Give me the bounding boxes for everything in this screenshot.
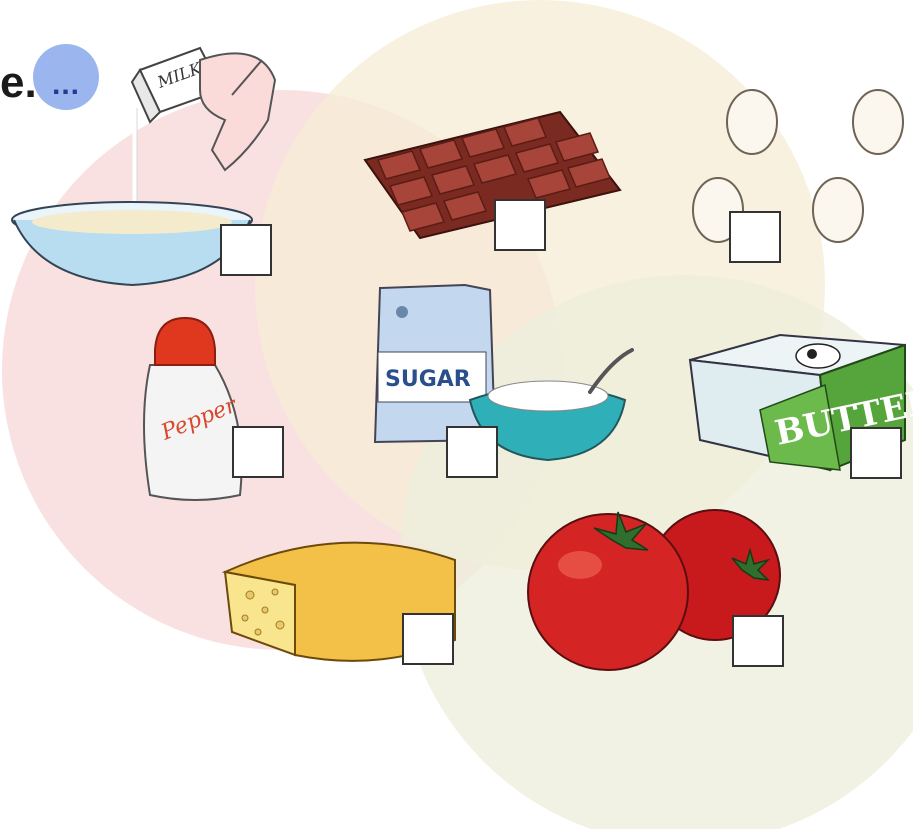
checkbox-butter[interactable] xyxy=(850,427,902,479)
checkbox-cheese[interactable] xyxy=(402,613,454,665)
checkbox-eggs[interactable] xyxy=(729,211,781,263)
sugar-label: SUGAR xyxy=(385,367,471,392)
checkbox-pepper[interactable] xyxy=(232,426,284,478)
more-options-button[interactable]: ... xyxy=(33,44,99,110)
instruction-text-fragment: e. xyxy=(0,58,37,108)
checkbox-chocolate[interactable] xyxy=(494,199,546,251)
checkbox-tomatoes[interactable] xyxy=(732,615,784,667)
checkbox-milk[interactable] xyxy=(220,224,272,276)
checkbox-sugar[interactable] xyxy=(446,426,498,478)
